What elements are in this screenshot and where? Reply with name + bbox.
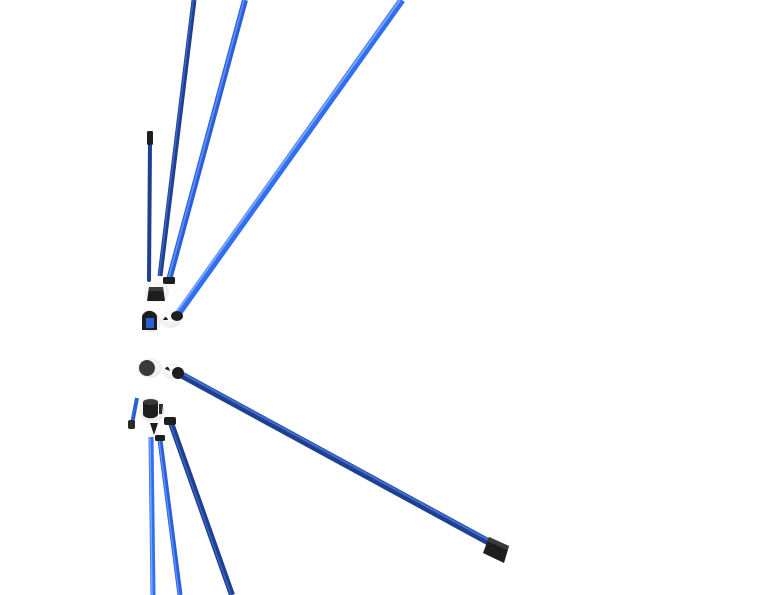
rod-end-cap [128, 420, 135, 429]
connector-socket [139, 360, 155, 376]
rod-small-left [128, 397, 139, 429]
rod-bottom-right [164, 417, 235, 595]
rod-top-middle [163, 0, 248, 284]
rod-bottom-middle [155, 435, 183, 595]
rod-top-right-long [175, 0, 405, 317]
rod-bottom-left [148, 436, 156, 595]
rod-end-cap [147, 131, 153, 145]
rod-end-cap [163, 277, 175, 284]
rod-end-cap [164, 417, 176, 425]
connector-block [143, 402, 158, 419]
upper-hub [141, 282, 183, 332]
rod-end-cap [155, 435, 165, 441]
connector-socket [171, 311, 183, 321]
rod-top-left [157, 0, 197, 277]
rod-right-long [176, 369, 509, 563]
rod-top-short-left [147, 131, 153, 282]
lower-hub [138, 358, 184, 435]
connector-socket [172, 367, 184, 379]
